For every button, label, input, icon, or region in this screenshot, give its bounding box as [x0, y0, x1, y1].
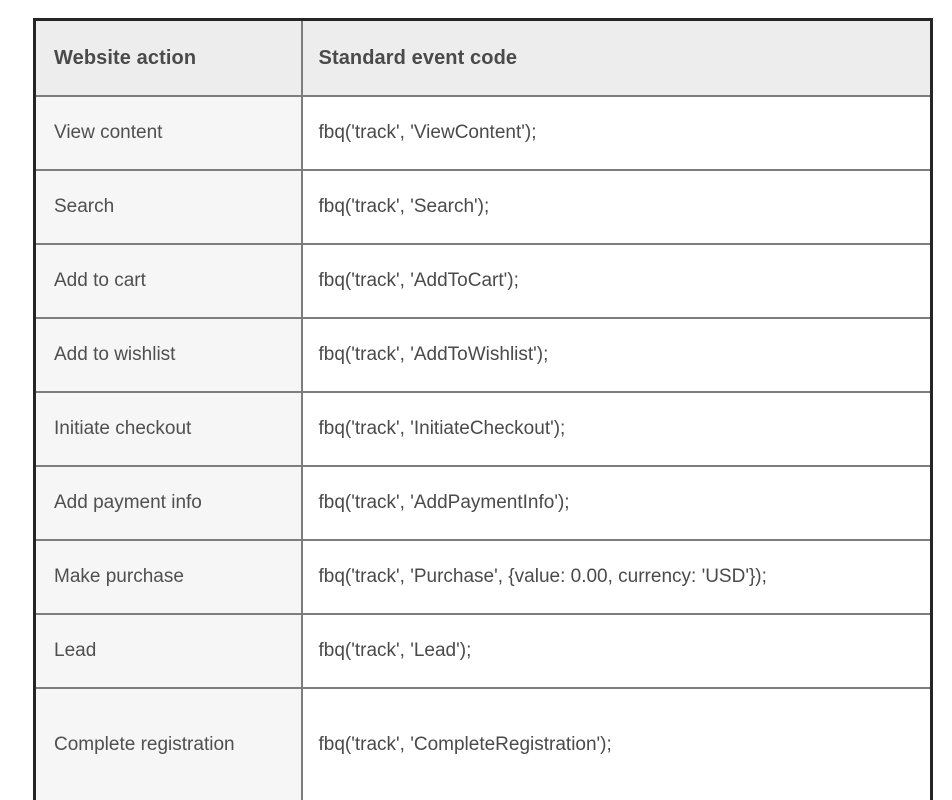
cell-website-action: Complete registration: [34, 688, 303, 800]
cell-standard-event-code: fbq('track', 'CompleteRegistration');: [301, 688, 932, 800]
cell-website-action: Add to cart: [34, 244, 303, 319]
cell-standard-event-code: fbq('track', 'InitiateCheckout');: [301, 392, 932, 467]
standard-events-table-container: Website action Standard event code View …: [33, 18, 933, 800]
cell-standard-event-code: fbq('track', 'AddToWishlist');: [301, 318, 932, 393]
table-header: Website action Standard event code: [34, 19, 932, 97]
cell-website-action: Initiate checkout: [34, 392, 303, 467]
table-row: Complete registration fbq('track', 'Comp…: [34, 688, 932, 800]
table-row: Lead fbq('track', 'Lead');: [34, 614, 932, 689]
cell-website-action: Add to wishlist: [34, 318, 303, 393]
table-row: View content fbq('track', 'ViewContent')…: [34, 96, 932, 171]
cell-standard-event-code: fbq('track', 'Purchase', {value: 0.00, c…: [301, 540, 932, 615]
cell-standard-event-code: fbq('track', 'Lead');: [301, 614, 932, 689]
cell-website-action: Add payment info: [34, 466, 303, 541]
table-row: Search fbq('track', 'Search');: [34, 170, 932, 245]
column-header-standard-event-code: Standard event code: [301, 19, 932, 97]
cell-website-action: View content: [34, 96, 303, 171]
table-row: Add to wishlist fbq('track', 'AddToWishl…: [34, 318, 932, 393]
table-row: Make purchase fbq('track', 'Purchase', {…: [34, 540, 932, 615]
standard-events-table: Website action Standard event code View …: [33, 18, 933, 800]
cell-website-action: Search: [34, 170, 303, 245]
column-header-website-action: Website action: [34, 19, 303, 97]
cell-standard-event-code: fbq('track', 'Search');: [301, 170, 932, 245]
table-header-row: Website action Standard event code: [34, 19, 932, 97]
table-body: View content fbq('track', 'ViewContent')…: [34, 96, 932, 800]
cell-standard-event-code: fbq('track', 'ViewContent');: [301, 96, 932, 171]
table-row: Add to cart fbq('track', 'AddToCart');: [34, 244, 932, 319]
cell-website-action: Make purchase: [34, 540, 303, 615]
cell-standard-event-code: fbq('track', 'AddToCart');: [301, 244, 932, 319]
table-row: Add payment info fbq('track', 'AddPaymen…: [34, 466, 932, 541]
table-row: Initiate checkout fbq('track', 'Initiate…: [34, 392, 932, 467]
cell-website-action: Lead: [34, 614, 303, 689]
cell-standard-event-code: fbq('track', 'AddPaymentInfo');: [301, 466, 932, 541]
